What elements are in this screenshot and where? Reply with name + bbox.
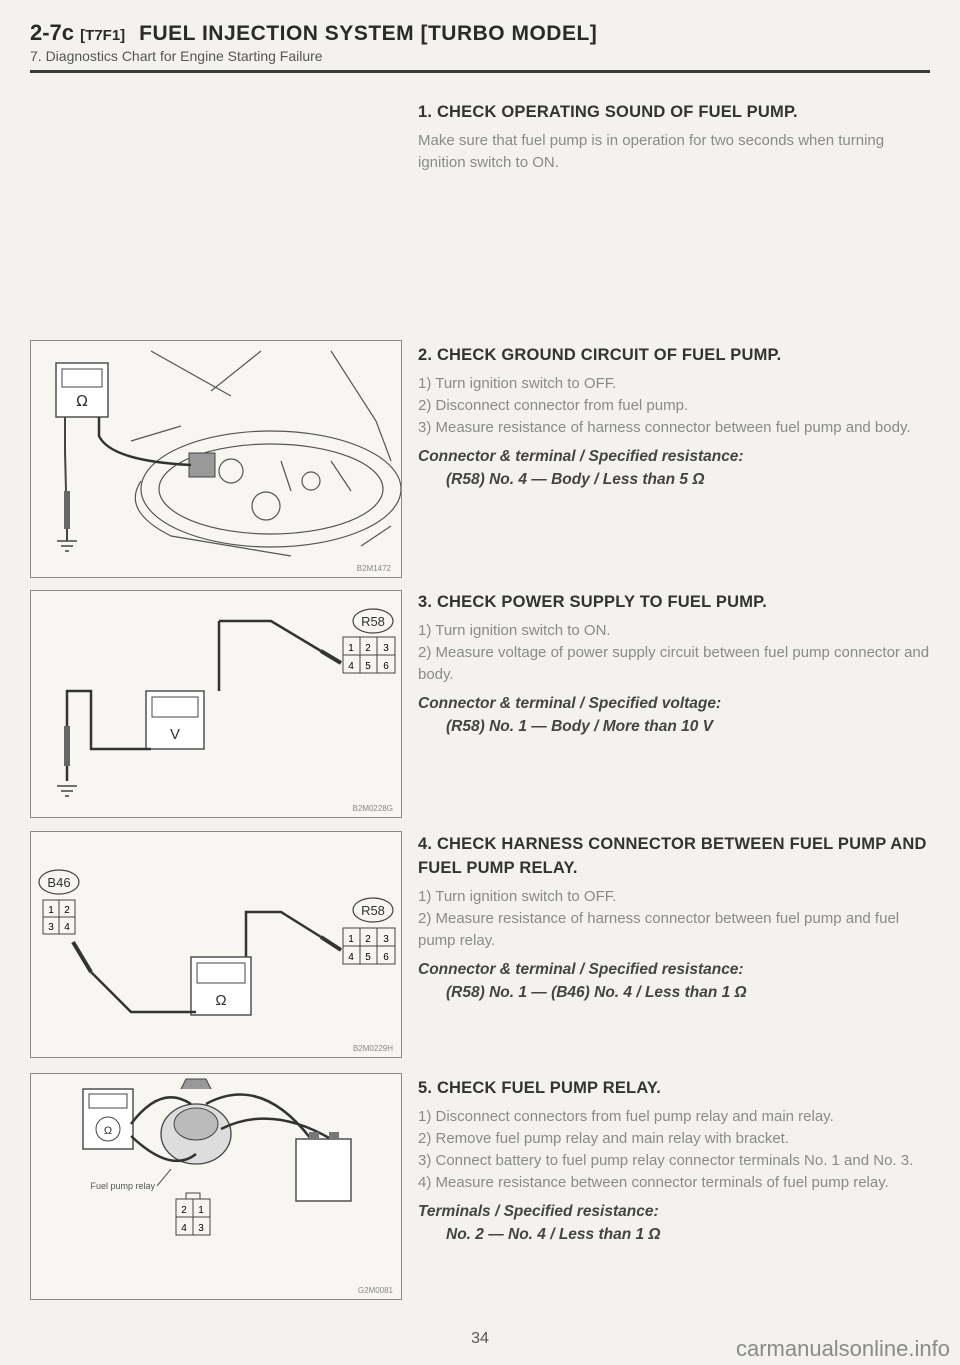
figure-code: B2M0229H [353,1044,393,1053]
relay-label: Fuel pump relay [90,1181,155,1191]
meter-symbol: Ω [76,392,87,410]
spec-value: (R58) No. 1 — Body / More than 10 V [446,718,713,735]
page-number: 34 [471,1330,489,1347]
spec-label: Connector & terminal / Specified voltage… [418,695,722,712]
page-header: 2-7c [T7F1] FUEL INJECTION SYSTEM [TURBO… [30,20,930,64]
connector-tag [38,869,80,895]
step-line: 2) Measure voltage of power supply circu… [418,644,930,683]
pin-label: 5 [365,952,371,963]
figure-harness-connector: B46 1 2 3 4 R58 1 2 3 4 5 6 Ω B2M0229H [30,831,402,1058]
pin-label: 4 [348,952,354,963]
meter-symbol: Ω [104,1125,112,1137]
step-title: 2. CHECK GROUND CIRCUIT OF FUEL PUMP. [418,346,782,364]
step-title: 1. CHECK OPERATING SOUND OF FUEL PUMP. [418,103,798,121]
page-subtitle: 7. Diagnostics Chart for Engine Starting… [30,48,323,64]
connector-pin-grid: 1 2 3 4 5 6 [342,636,396,674]
ground-circuit-illustration: Ω B2M1472 [55,350,401,573]
figure-power-supply: R58 1 2 3 4 5 6 V B2M0228G [30,590,402,818]
figure-ground-circuit: Ω B2M1472 [30,340,402,578]
header-rule [30,70,930,73]
spec-block: Connector & terminal / Specified resista… [418,445,933,491]
step-5: 5. CHECK FUEL PUMP RELAY. 1) Disconnect … [418,1076,933,1246]
spec-block: Connector & terminal / Specified voltage… [418,692,933,738]
step-line: 1) Turn ignition switch to ON. [418,622,611,639]
meter-symbol: Ω [215,992,226,1009]
pin-label: 4 [181,1223,187,1234]
step-line: 1) Turn ignition switch to OFF. [418,888,617,905]
section-number: 2-7c [T7F1] [30,20,126,45]
step-title: 4. CHECK HARNESS CONNECTOR BETWEEN FUEL … [418,835,927,877]
step-line: 1) Disconnect connectors from fuel pump … [418,1108,834,1125]
pin-label: 2 [64,905,70,916]
pin-label: 1 [198,1205,204,1216]
figure-code: B2M0228G [353,804,393,813]
connector-pin-grid: 1 2 3 4 [42,899,76,935]
connector-tag [352,897,394,923]
connector-label: R58 [361,614,385,629]
relay-connector-pins: 2 1 4 3 [175,1192,211,1236]
step-line: 1) Turn ignition switch to OFF. [418,375,617,392]
pin-label: 2 [365,643,371,654]
pin-label: 3 [198,1223,204,1234]
step-title: 3. CHECK POWER SUPPLY TO FUEL PUMP. [418,593,767,611]
pin-label: 1 [348,934,354,945]
step-line: 2) Disconnect connector from fuel pump. [418,397,689,414]
connector-tag [352,608,394,634]
spec-value: (R58) No. 1 — (B46) No. 4 / Less than 1 … [446,984,747,1001]
figure-code: G2M0081 [358,1286,394,1295]
step-4: 4. CHECK HARNESS CONNECTOR BETWEEN FUEL … [418,832,933,1004]
spec-value: (R58) No. 4 — Body / Less than 5 Ω [446,471,705,488]
step-line: Make sure that fuel pump is in operation… [418,132,885,171]
pin-label: 4 [348,661,354,672]
step-line: 3) Connect battery to fuel pump relay co… [418,1152,914,1169]
watermark: carmanualsonline.info [735,1336,950,1361]
connector-label: B46 [47,875,70,890]
fuel-pump-relay-illustration: Ω Fuel pump relay 2 1 4 3 G2M0081 [82,1078,394,1295]
spec-block: Connector & terminal / Specified resista… [418,958,933,1004]
pin-label: 3 [383,643,389,654]
pin-label: 2 [181,1205,187,1216]
spec-label: Terminals / Specified resistance: [418,1203,659,1220]
step-line: 4) Measure resistance between connector … [418,1174,889,1191]
harness-connector-illustration: B46 1 2 3 4 R58 1 2 3 4 5 6 Ω B2M0229H [38,869,396,1053]
pin-label: 3 [48,922,54,933]
figure-fuel-pump-relay: Ω Fuel pump relay 2 1 4 3 G2M0081 [30,1073,402,1300]
figure-code: B2M1472 [357,564,392,573]
spec-block: Terminals / Specified resistance: No. 2 … [418,1200,933,1246]
pin-label: 5 [365,661,371,672]
pin-label: 2 [365,934,371,945]
spec-value: No. 2 — No. 4 / Less than 1 Ω [446,1226,661,1243]
pin-label: 6 [383,952,389,963]
connector-label: R58 [361,903,385,918]
step-3: 3. CHECK POWER SUPPLY TO FUEL PUMP. 1) T… [418,590,933,738]
step-line: 3) Measure resistance of harness connect… [418,419,911,436]
spec-label: Connector & terminal / Specified resista… [418,961,744,978]
step-line: 2) Remove fuel pump relay and main relay… [418,1130,790,1147]
step-title: 5. CHECK FUEL PUMP RELAY. [418,1079,662,1097]
meter-symbol: V [170,726,180,743]
pin-label: 4 [64,922,70,933]
pin-label: 1 [348,643,354,654]
power-supply-illustration: R58 1 2 3 4 5 6 V B2M0228G [57,608,396,813]
pin-label: 1 [48,905,54,916]
step-2: 2. CHECK GROUND CIRCUIT OF FUEL PUMP. 1)… [418,343,933,491]
spec-label: Connector & terminal / Specified resista… [418,448,744,465]
step-line: 2) Measure resistance of harness connect… [418,910,900,949]
pin-label: 6 [383,661,389,672]
pin-label: 3 [383,934,389,945]
connector-pin-grid: 1 2 3 4 5 6 [342,927,396,965]
battery-icon [295,1138,352,1202]
step-1: 1. CHECK OPERATING SOUND OF FUEL PUMP. M… [418,100,933,174]
page-title: FUEL INJECTION SYSTEM [TURBO MODEL] [139,22,598,45]
